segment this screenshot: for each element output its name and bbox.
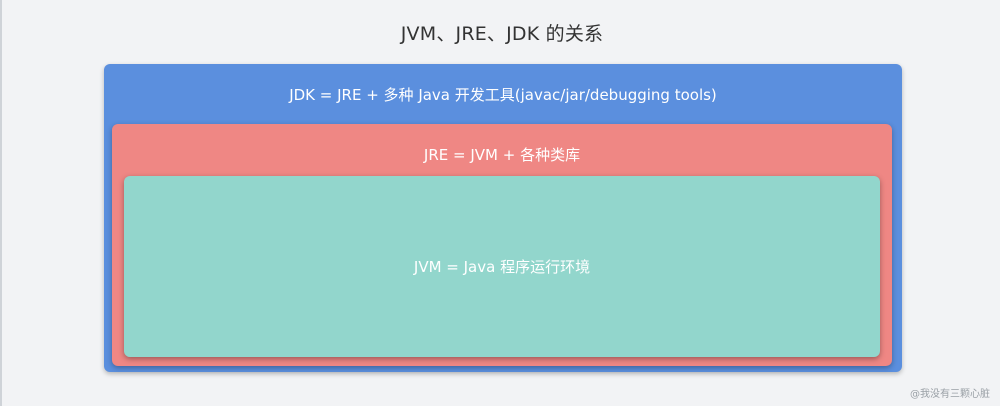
- diagram-title: JVM、JRE、JDK 的关系: [400, 23, 604, 45]
- jvm-box: JVM = Java 程序运行环境: [124, 176, 880, 357]
- watermark: @我没有三颗心脏: [910, 389, 990, 400]
- jre-label: JRE = JVM + 各种类库: [423, 146, 581, 164]
- jvm-label: JVM = Java 程序运行环境: [413, 258, 591, 276]
- jdk-label: JDK = JRE + 多种 Java 开发工具(javac/jar/debug…: [289, 86, 717, 104]
